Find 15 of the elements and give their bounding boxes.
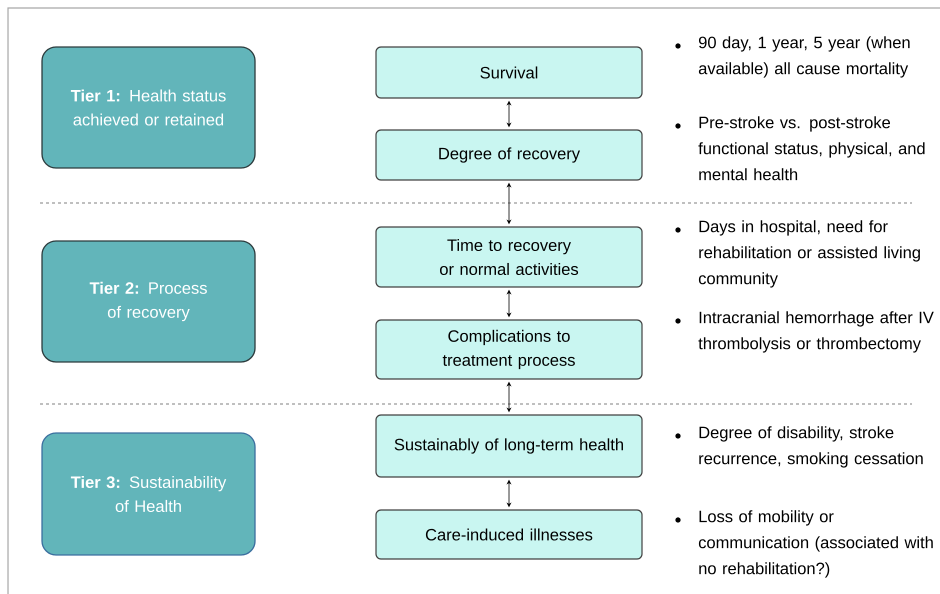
outcome-box: Degree of recovery xyxy=(375,129,643,181)
outcome-box: Time to recovery or normal activities xyxy=(375,226,643,288)
outcome-box: Complications to treatment process xyxy=(375,319,643,380)
bullet-text: Loss of mobility or communication (associated with no rehabilitation?) xyxy=(698,510,933,578)
bullet-text: Days in hospital, need for rehabilitation or assisted living community xyxy=(698,220,920,288)
tier-box: Tier 3: Sustainability of Health xyxy=(41,432,256,556)
bullet-text: Pre-stroke vs. post-stroke functional status, physical, and mental health xyxy=(698,116,925,180)
bullet-text: Degree of disability, stroke recurrence, smoking cessation xyxy=(699,426,923,468)
outcome-box: Sustainably of long-term health xyxy=(375,414,643,478)
tier-box: Tier 1: Health status achieved or retained xyxy=(41,46,256,169)
bullet-text: Intracranial hemorrhage after IV thrombolysis or thrombectomy xyxy=(698,311,934,353)
outcome-box: Survival xyxy=(375,46,643,99)
outcome-box: Care-induced illnesses xyxy=(375,509,643,560)
bullet-text: 90 day, 1 year, 5 year (when available) all cause mortality xyxy=(698,36,910,78)
tier-box: Tier 2: Process of recovery xyxy=(41,240,256,363)
